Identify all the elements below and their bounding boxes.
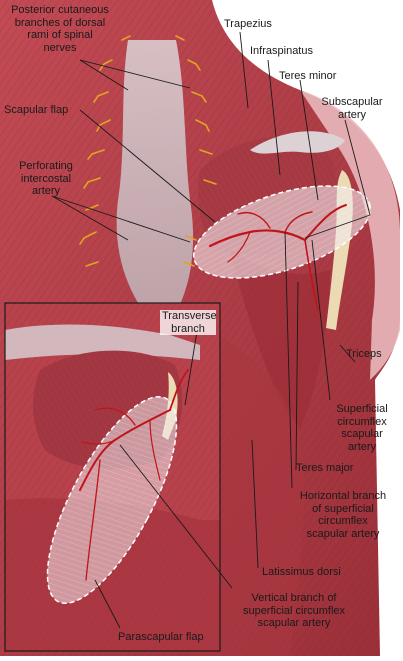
skin-edge <box>300 90 400 380</box>
leader-lines <box>51 31 371 629</box>
parascapular-flap-outline <box>46 395 178 605</box>
cutaneous-nerves <box>79 35 217 267</box>
inset-panel <box>4 302 221 652</box>
arteries-main <box>208 204 347 311</box>
teres-major-muscle <box>230 250 330 430</box>
spine-fascia <box>116 40 194 320</box>
acromion-fascia <box>250 131 345 154</box>
